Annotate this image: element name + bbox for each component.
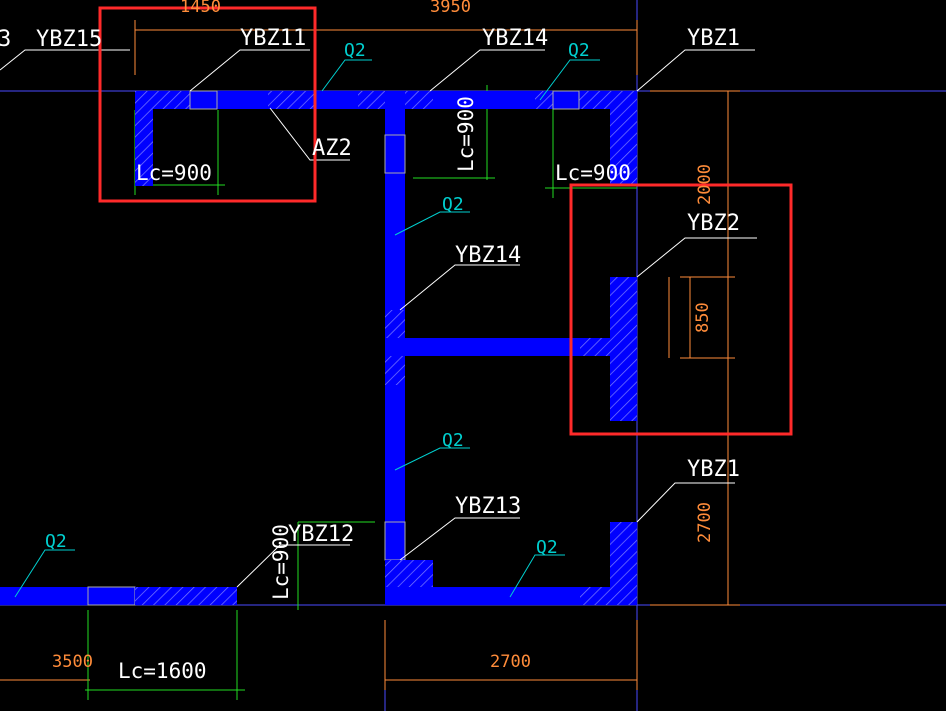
ybz15-label: YBZ15 [36, 27, 102, 52]
q2-tag: Q2 [344, 40, 366, 61]
lc-900-label-d: Lc=900 [269, 524, 293, 600]
ybz2-vertical [610, 277, 637, 421]
dim-3500-label: 3500 [52, 652, 93, 672]
dimension-lines [0, 20, 740, 690]
dim-2000-label: 2000 [695, 164, 715, 205]
ybz12-wall [135, 587, 237, 605]
dim-1450-label: 1450 [180, 0, 221, 17]
lc-900-label-c: Lc=900 [555, 161, 631, 185]
dimension-labels: 1450 3950 2000 850 2700 3500 2700 [52, 0, 715, 672]
ybz14-mid-label: YBZ14 [455, 243, 521, 268]
ybz1-box [552, 90, 580, 110]
ybz13-label: YBZ13 [455, 494, 521, 519]
q2-tag: Q2 [45, 531, 67, 552]
ybz1-bottom-vertical [610, 522, 637, 605]
element-labels: 3 YBZ15 YBZ11 AZ2 YBZ14 YBZ1 YBZ14 YBZ2 … [0, 26, 740, 547]
ybz12-label: YBZ12 [288, 522, 354, 547]
lc-labels: Lc=900 Lc=900 Lc=900 Lc=900 Lc=1600 [118, 96, 631, 683]
highlight-boxes [98, 6, 793, 436]
dim-2700-bottom-label: 2700 [490, 652, 531, 672]
vertical-box-2 [384, 521, 406, 561]
vertical-box-1 [384, 134, 406, 174]
lc-1600-label: Lc=1600 [118, 659, 207, 683]
highlight-box-ybz11 [98, 6, 317, 203]
mid-horizontal-wall [385, 338, 610, 356]
bottom-left-box [87, 586, 136, 606]
ybz11-left-leg [135, 91, 153, 186]
ybz2-label: YBZ2 [687, 211, 740, 236]
ybz1-bottom-label: YBZ1 [687, 457, 740, 482]
label-leaders [0, 49, 757, 588]
ybz1-right-leg [610, 91, 637, 186]
ybz14-top-label: YBZ14 [482, 26, 548, 51]
ybz11-box [189, 90, 218, 110]
wall-tags: Q2 Q2 Q2 Q2 Q2 Q2 [45, 40, 590, 558]
ybz1-top-label: YBZ1 [687, 26, 740, 51]
dim-2700-right-label: 2700 [695, 502, 715, 543]
left-digit-label: 3 [0, 27, 11, 52]
lc-900-label-b: Lc=900 [454, 96, 478, 172]
q2-tag: Q2 [568, 40, 590, 61]
walls [0, 90, 637, 606]
dim-850-label: 850 [693, 302, 713, 333]
az2-wall [268, 91, 316, 109]
dim-3950-label: 3950 [430, 0, 471, 17]
az2-label: AZ2 [312, 136, 352, 161]
ybz11-label: YBZ11 [240, 26, 306, 51]
wall-tag-leaders [14, 59, 600, 598]
q2-tag: Q2 [536, 537, 558, 558]
lc-900-label-a: Lc=900 [136, 161, 212, 185]
highlight-box-ybz2 [569, 183, 793, 436]
q2-tag: Q2 [442, 430, 464, 451]
ybz11-top [135, 91, 190, 109]
q2-tag: Q2 [442, 194, 464, 215]
